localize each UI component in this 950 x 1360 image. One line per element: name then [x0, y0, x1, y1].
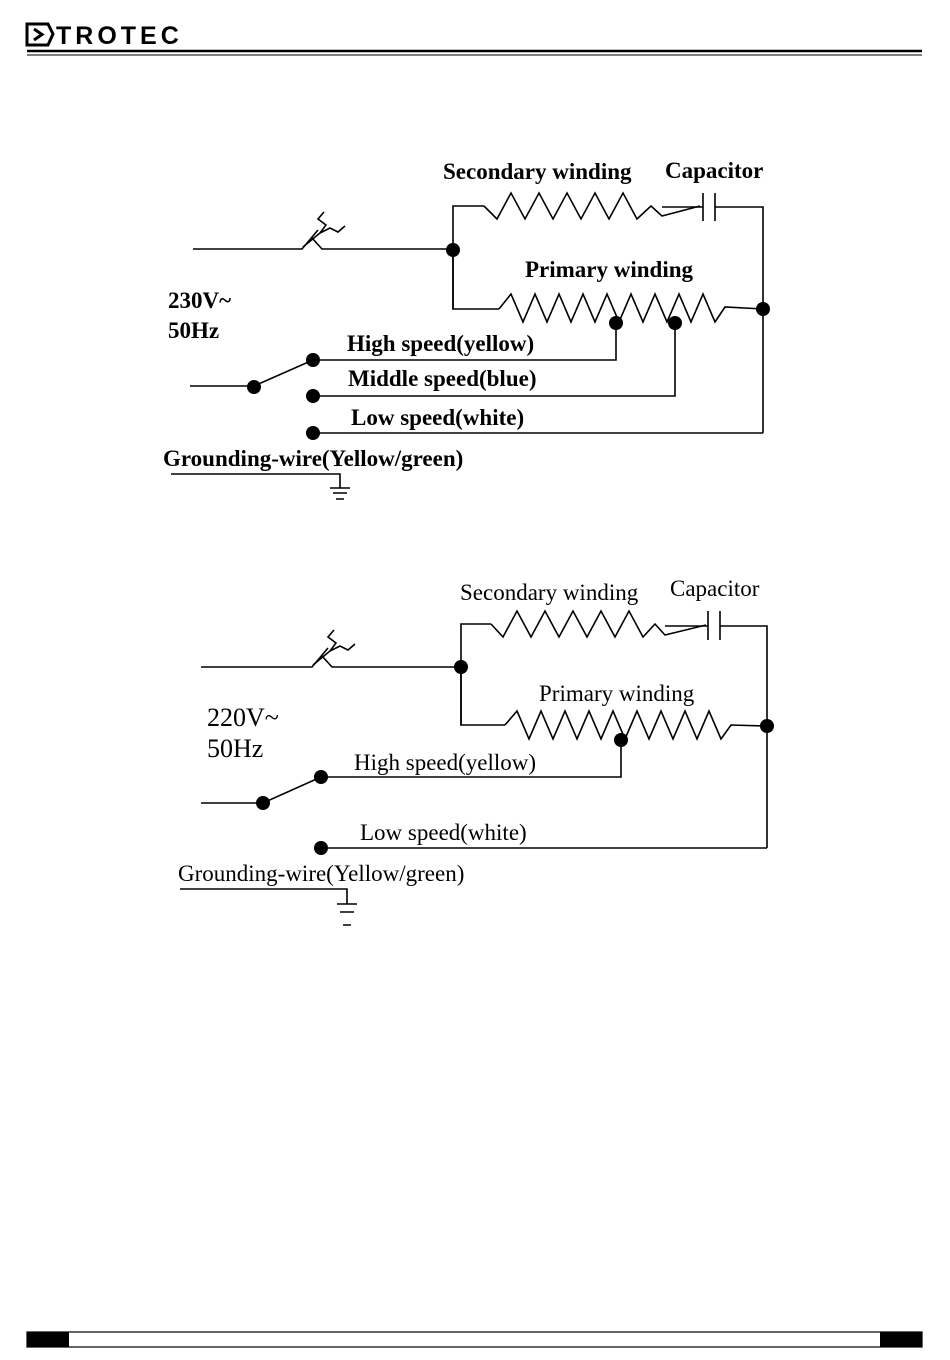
primary-branch-wire [461, 667, 505, 725]
capacitor-label: Capacitor [670, 576, 760, 601]
voltage-label: 220V~ [207, 703, 279, 732]
tap-dot-high [614, 733, 628, 747]
wiring-diagram-230v: Secondary winding Capacitor Primary wind… [163, 158, 770, 499]
wiring-diagram-220v: Secondary winding Capacitor Primary wind… [178, 576, 774, 925]
switch-contact-low [314, 841, 328, 855]
header: TROTEC [27, 22, 922, 55]
secondary-winding-resistor [484, 193, 700, 219]
tap-dot-high [609, 316, 623, 330]
trotec-logo: TROTEC [27, 22, 183, 50]
voltage-label: 230V~ [168, 288, 231, 313]
footer-block-left [27, 1332, 69, 1347]
grounding-wire [180, 889, 347, 904]
switch-contact-high [306, 353, 320, 367]
low-speed-label: Low speed(white) [360, 820, 527, 845]
frequency-label: 50Hz [168, 318, 219, 343]
thermal-switch-symbol [313, 630, 355, 665]
switch-contact-middle [306, 389, 320, 403]
junction-dot [446, 243, 460, 257]
high-speed-label: High speed(yellow) [347, 331, 534, 356]
grounding-wire-label: Grounding-wire(Yellow/green) [178, 861, 464, 886]
switch-contact-low [306, 426, 320, 440]
footer-bar [27, 1332, 922, 1347]
primary-winding-resistor [499, 294, 763, 322]
junction-dot [760, 719, 774, 733]
ground-symbol [337, 904, 357, 925]
capacitor-symbol [665, 611, 767, 848]
capacitor-symbol [662, 193, 763, 433]
switch-pivot-dot [247, 380, 261, 394]
thermal-switch-line [193, 230, 453, 249]
junction-dot [756, 302, 770, 316]
secondary-winding-label: Secondary winding [443, 159, 632, 184]
middle-speed-label: Middle speed(blue) [348, 366, 536, 391]
secondary-winding-resistor [491, 611, 706, 637]
footer-bar-outline [27, 1332, 922, 1347]
primary-winding-label: Primary winding [525, 257, 694, 282]
primary-winding-label: Primary winding [539, 681, 695, 706]
brand-name: TROTEC [56, 22, 183, 50]
grounding-wire [171, 474, 340, 488]
primary-branch-wire [453, 249, 499, 309]
frequency-label: 50Hz [207, 734, 263, 763]
footer-block-right [880, 1332, 922, 1347]
capacitor-label: Capacitor [665, 158, 763, 183]
switch-contact-high [314, 770, 328, 784]
switch-pivot-dot [256, 796, 270, 810]
secondary-branch-wire [453, 206, 484, 309]
thermal-switch-symbol [303, 212, 345, 247]
secondary-winding-label: Secondary winding [460, 580, 639, 605]
grounding-wire-label: Grounding-wire(Yellow/green) [163, 446, 463, 471]
ground-symbol [330, 488, 350, 499]
high-speed-label: High speed(yellow) [354, 750, 536, 775]
low-speed-label: Low speed(white) [351, 405, 524, 430]
junction-dot [454, 660, 468, 674]
secondary-branch-wire [461, 624, 491, 725]
tap-dot-middle [668, 316, 682, 330]
primary-winding-resistor [505, 711, 767, 739]
